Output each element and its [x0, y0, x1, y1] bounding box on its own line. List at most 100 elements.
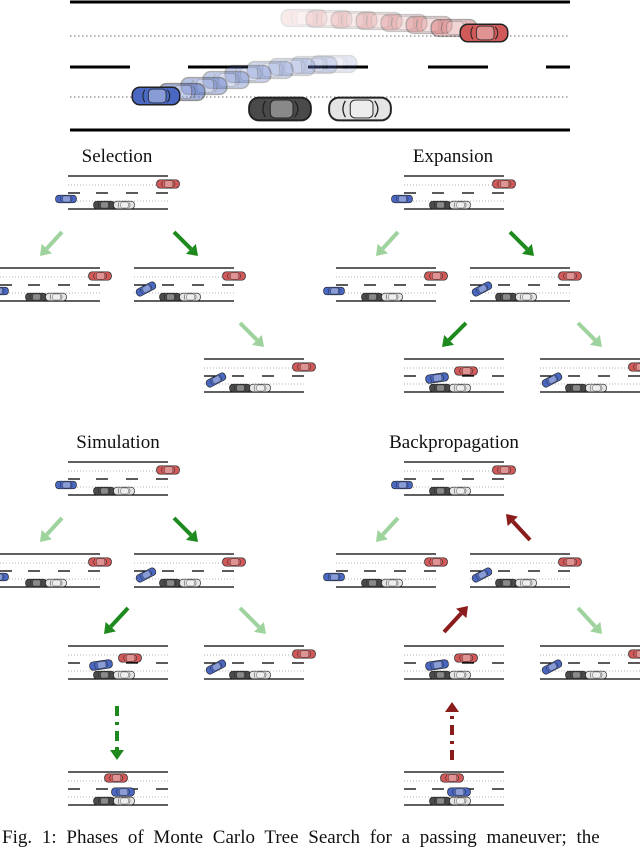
exp-arrow-left	[376, 230, 400, 256]
dark-car	[495, 292, 517, 302]
light-car	[381, 578, 403, 588]
ego-car	[424, 371, 450, 385]
exp-arrow-faded	[576, 321, 602, 347]
ego-car	[88, 658, 114, 672]
light-car	[515, 292, 537, 302]
light-car	[449, 200, 471, 210]
dark-car	[361, 578, 383, 588]
ego-car	[134, 280, 158, 298]
light-car	[449, 670, 471, 680]
ego-car	[323, 572, 345, 582]
light-car	[179, 578, 201, 588]
sim-grandchild-left	[68, 645, 168, 680]
other-car	[492, 179, 516, 189]
light-car	[381, 292, 403, 302]
other-car	[104, 773, 128, 783]
sim-root	[55, 461, 180, 496]
other-car	[558, 271, 582, 281]
sel-arrow-right	[172, 230, 198, 256]
dark-car	[229, 670, 251, 680]
ego-car	[470, 566, 494, 584]
dark-car	[229, 383, 251, 393]
ego-car	[540, 658, 564, 676]
exp-grandchild-right	[540, 358, 640, 393]
other-car	[454, 366, 478, 376]
other-car-trail	[280, 8, 509, 43]
sel-root	[55, 175, 180, 210]
sim-terminal	[68, 771, 168, 806]
bp-grandchild-right	[540, 645, 640, 680]
light-car	[179, 292, 201, 302]
other-car	[118, 653, 142, 663]
light-car	[327, 96, 393, 122]
ego-car	[447, 787, 471, 797]
exp-child-left	[323, 267, 448, 302]
tree-arrows	[40, 230, 602, 760]
sim-rollout-arrow	[110, 706, 124, 760]
sim-child-left	[0, 553, 112, 588]
other-car	[222, 557, 246, 567]
other-car	[88, 271, 112, 281]
dark-car	[93, 670, 115, 680]
bp-arrow-faded	[576, 606, 602, 634]
other-car	[424, 271, 448, 281]
bp-child-right	[470, 553, 582, 588]
ego-car	[540, 371, 564, 389]
other-car	[424, 557, 448, 567]
light-car	[113, 200, 135, 210]
ego-car	[470, 280, 494, 298]
other-car	[292, 649, 316, 659]
sim-child-right	[134, 553, 246, 588]
dark-car	[247, 96, 313, 122]
exp-child-right	[470, 267, 582, 302]
ego-car	[424, 658, 450, 672]
dark-car	[25, 292, 47, 302]
sel-arrow-left	[40, 230, 64, 256]
sel-child-left	[0, 267, 112, 302]
dark-car	[159, 578, 181, 588]
exp-arrow-new	[442, 321, 468, 347]
expansion-title: Expansion	[412, 146, 494, 167]
other-car	[454, 653, 478, 663]
light-car	[515, 578, 537, 588]
dark-car	[429, 200, 451, 210]
ego-car	[0, 572, 9, 582]
light-car	[449, 383, 471, 393]
sel-child-right	[134, 267, 246, 302]
bp-backprop-arrow	[445, 702, 459, 760]
sel-grandchild	[204, 358, 316, 393]
ego-car	[55, 194, 77, 204]
dark-car	[429, 486, 451, 496]
ego-car	[111, 787, 135, 797]
bp-arrow-left	[376, 516, 400, 542]
bp-root	[391, 461, 516, 496]
dark-car	[429, 796, 451, 806]
sel-arrow-down	[238, 321, 264, 347]
dark-car	[93, 200, 115, 210]
hero-scene	[70, 0, 570, 132]
other-car	[156, 179, 180, 189]
other-car	[440, 773, 464, 783]
other-car	[558, 557, 582, 567]
ego-car	[323, 286, 345, 296]
other-car	[492, 465, 516, 475]
dark-car	[565, 383, 587, 393]
exp-root	[391, 175, 516, 210]
light-car	[585, 670, 607, 680]
other-car	[88, 557, 112, 567]
bp-child-left	[323, 553, 448, 588]
bp-grandchild-left	[404, 645, 504, 680]
light-car	[113, 796, 135, 806]
bp-arrow-up-left	[442, 606, 468, 634]
light-car	[449, 486, 471, 496]
ego-car	[391, 194, 413, 204]
sim-arrow-sel	[104, 606, 130, 634]
light-car	[249, 383, 271, 393]
ego-car	[134, 566, 158, 584]
dark-car	[93, 486, 115, 496]
exp-grandchild-left	[404, 358, 504, 393]
ego-car	[204, 371, 228, 389]
light-car	[585, 383, 607, 393]
figure-caption: Fig. 1: Phases of Monte Carlo Tree Searc…	[2, 827, 600, 848]
